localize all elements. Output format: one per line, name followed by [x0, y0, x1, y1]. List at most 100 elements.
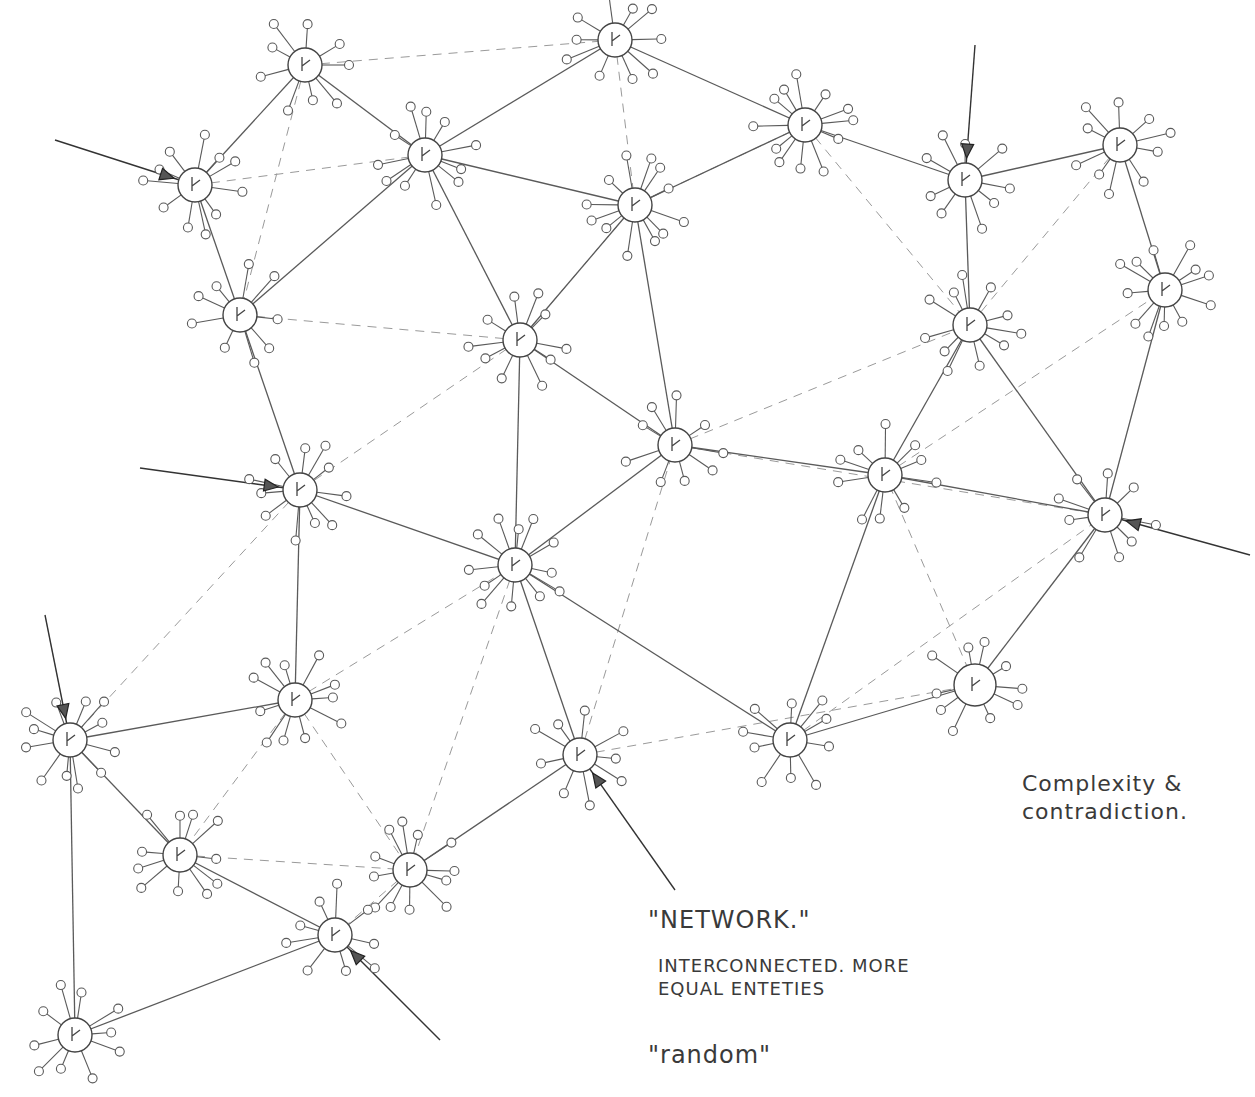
- arrow-head: [1126, 519, 1141, 531]
- spoke: [196, 318, 223, 323]
- spoke-end: [342, 492, 351, 501]
- spoke-end: [447, 838, 456, 847]
- spoke: [822, 121, 849, 124]
- spoke-end: [220, 343, 229, 352]
- spoke-end: [818, 696, 827, 705]
- dashed-link: [295, 700, 410, 870]
- spoke-end: [97, 768, 106, 777]
- spoke: [801, 704, 820, 727]
- spoke-end: [975, 361, 984, 370]
- spoke-end: [623, 251, 632, 260]
- entity-mark: [512, 557, 520, 571]
- spoke-end: [656, 163, 665, 172]
- handwritten-note: "NETWORK.": [648, 905, 811, 935]
- spoke-end: [34, 1067, 43, 1076]
- spoke: [1173, 249, 1188, 275]
- spoke-end: [269, 19, 278, 28]
- incoming-line: [1105, 515, 1250, 555]
- spoke-end: [772, 144, 781, 153]
- spoke: [205, 199, 214, 211]
- spoke: [689, 455, 709, 469]
- spoke-end: [494, 514, 503, 523]
- entity-circle: [223, 298, 257, 332]
- spoke-end: [937, 209, 946, 218]
- spoke: [930, 160, 950, 171]
- solid-link: [515, 445, 675, 565]
- incoming-line: [335, 935, 440, 1040]
- spoke-end: [280, 661, 289, 670]
- entity-mark: [672, 437, 680, 451]
- spoke-end: [1149, 246, 1158, 255]
- spoke-end: [796, 164, 805, 173]
- spoke-end: [270, 272, 279, 281]
- spoke-end: [405, 905, 414, 914]
- spoke-end: [559, 789, 568, 798]
- spoke-end: [261, 511, 270, 520]
- spoke-end: [949, 288, 958, 297]
- spoke-end: [573, 13, 582, 22]
- spoke-end: [510, 292, 519, 301]
- spoke-end: [854, 446, 863, 455]
- spoke: [197, 857, 212, 859]
- solid-link: [1120, 145, 1165, 290]
- entity-circle: [868, 458, 902, 492]
- spoke: [814, 98, 823, 111]
- entity-circle: [618, 188, 652, 222]
- spoke-end: [497, 374, 506, 383]
- solid-link: [410, 755, 580, 870]
- spoke-end: [282, 938, 291, 947]
- spoke: [306, 28, 307, 48]
- spoke-end: [507, 602, 516, 611]
- solid-link: [300, 490, 515, 565]
- spoke: [963, 279, 968, 308]
- solid-link: [790, 685, 975, 740]
- spoke: [1124, 266, 1151, 281]
- spoke-end: [836, 455, 845, 464]
- spoke: [758, 712, 777, 729]
- spoke: [1150, 306, 1160, 333]
- spoke-end: [174, 887, 183, 896]
- spoke: [285, 716, 291, 736]
- spoke-end: [875, 514, 884, 523]
- solid-link: [70, 740, 75, 1035]
- spoke: [308, 449, 323, 475]
- spoke-end: [333, 879, 342, 888]
- spoke-end: [659, 229, 668, 238]
- spoke-end: [137, 883, 146, 892]
- spoke: [534, 349, 547, 357]
- spoke-end: [1132, 257, 1141, 266]
- spoke-end: [647, 154, 656, 163]
- spoke-end: [638, 421, 647, 430]
- solid-link: [675, 445, 885, 475]
- spoke: [290, 938, 318, 943]
- entity-circle: [393, 853, 427, 887]
- spoke-end: [849, 116, 858, 125]
- spoke: [987, 328, 1018, 333]
- spoke: [842, 478, 868, 482]
- dashed-link: [240, 315, 520, 340]
- spoke: [144, 866, 167, 885]
- solid-link: [635, 125, 805, 205]
- spoke-end: [926, 192, 935, 201]
- spoke-end: [303, 966, 312, 975]
- spoke-end: [369, 872, 378, 881]
- spoke-end: [189, 810, 198, 819]
- spoke: [352, 939, 371, 943]
- spoke: [517, 533, 519, 548]
- dashed-link: [790, 515, 1105, 740]
- spoke: [1080, 482, 1095, 501]
- spoke: [1129, 159, 1141, 178]
- entity-mark: [612, 32, 620, 46]
- spoke-end: [775, 158, 784, 167]
- spoke-end: [921, 333, 930, 342]
- spoke-end: [700, 421, 709, 430]
- spoke: [532, 317, 543, 328]
- spoke-end: [647, 403, 656, 412]
- spoke: [310, 708, 338, 722]
- solid-link: [885, 325, 970, 475]
- spoke: [583, 772, 589, 802]
- spoke-end: [301, 444, 310, 453]
- spoke-end: [374, 160, 383, 169]
- spoke-end: [549, 538, 558, 547]
- spoke-end: [1114, 98, 1123, 107]
